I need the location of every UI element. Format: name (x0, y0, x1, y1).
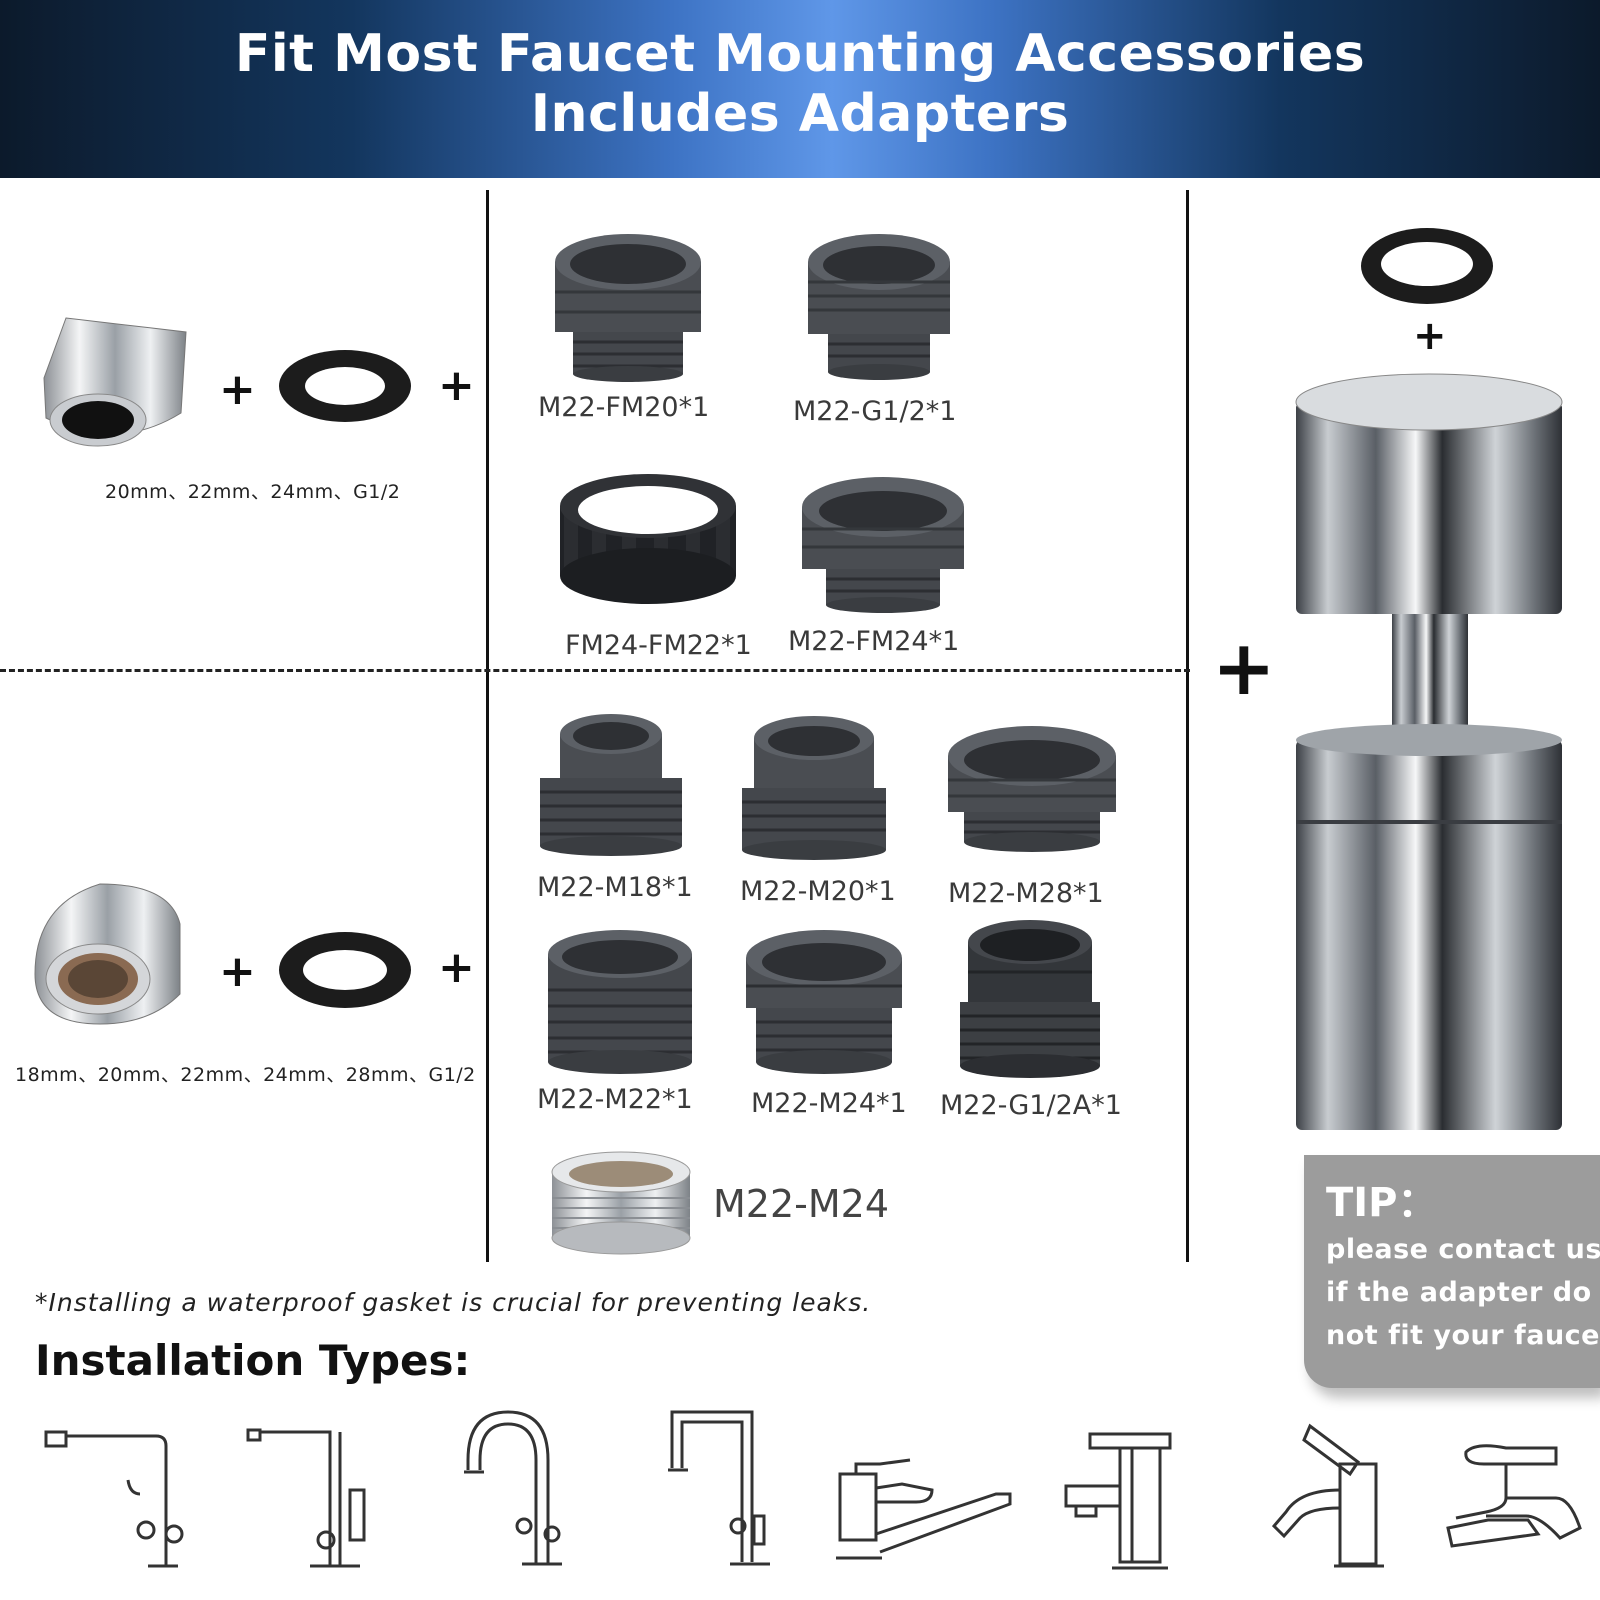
tip-title: TIP： (1326, 1180, 1438, 1226)
right-divider (1186, 190, 1189, 1262)
tip-line: please contact us (1326, 1234, 1600, 1265)
adapter-label: M22-FM24*1 (788, 626, 960, 657)
adapter-m22-g12a-icon (960, 920, 1100, 1078)
plus-sign: + (1413, 313, 1447, 359)
adapter-m22-m28-icon (948, 726, 1116, 852)
adapter-label: FM24-FM22*1 (565, 630, 752, 661)
adapter-m22-m24-icon (746, 930, 902, 1074)
tip-line: if the adapter do (1326, 1277, 1592, 1308)
adapter-label: M22-M28*1 (948, 878, 1104, 909)
left-divider (486, 190, 489, 1262)
rubber-gasket-icon (1361, 228, 1493, 304)
rubber-gasket-icon (279, 350, 411, 422)
tip-line: not fit your faucet. (1326, 1320, 1600, 1351)
adapter-label: M22-FM20*1 (538, 392, 710, 423)
adapter-m22-m20-icon (742, 716, 886, 860)
adapter-label: M22-M24*1 (751, 1088, 907, 1119)
wall-kitchen-faucet-icon (44, 1430, 184, 1568)
adapter-fm24-fm22-icon (560, 474, 736, 604)
plus-sign: + (219, 946, 256, 997)
tip-box (1304, 1155, 1600, 1388)
basin-faucet-icon (1064, 1432, 1172, 1570)
adapter-label: M22-M18*1 (537, 872, 693, 903)
gasket-note: *Installing a waterproof gasket is cruci… (35, 1288, 872, 1317)
header-title-line2: Includes Adapters (530, 84, 1070, 144)
gooseneck-faucet-icon (464, 1410, 562, 1566)
l-shaped-kitchen-faucet-icon (246, 1428, 366, 1568)
adapter-m22-g12-icon (808, 234, 950, 380)
header-banner (0, 0, 1600, 178)
adapter-m22-m18-icon (540, 714, 682, 856)
square-gooseneck-faucet-icon (668, 1410, 770, 1566)
plus-sign-large: + (1212, 623, 1276, 712)
metal-adapter-label: M22-M24 (713, 1182, 889, 1226)
adapter-label: M22-M22*1 (537, 1084, 693, 1115)
deck-mount-faucet-icon (1446, 1444, 1582, 1548)
top-faucet-sizes: 20mm、22mm、24mm、G1/2 (105, 481, 401, 503)
section-divider (0, 669, 1190, 672)
plus-sign: + (219, 364, 256, 415)
faucet-elbow-icon (34, 883, 181, 1025)
installation-types-title: Installation Types: (35, 1336, 471, 1385)
header-title-line1: Fit Most Faucet Mounting Accessories (234, 24, 1366, 84)
bottom-faucet-sizes: 18mm、20mm、22mm、24mm、28mm、G1/2 (15, 1064, 476, 1086)
plus-sign: + (438, 942, 475, 993)
faucet-nozzle-icon (43, 317, 187, 447)
adapter-label: M22-G1/2A*1 (940, 1090, 1122, 1121)
rubber-gasket-icon (279, 932, 411, 1008)
adapter-m22-m22-icon (548, 930, 692, 1074)
low-spout-faucet-icon (836, 1458, 1012, 1560)
swivel-aerator-icon (1295, 373, 1563, 1130)
metal-adapter-icon (551, 1151, 691, 1255)
adapter-label: M22-G1/2*1 (793, 396, 957, 427)
adapter-m22-fm20-icon (555, 234, 701, 382)
adapter-label: M22-M20*1 (740, 876, 896, 907)
single-lever-faucet-icon (1271, 1423, 1384, 1568)
plus-sign: + (438, 360, 475, 411)
adapter-m22-fm24-icon (802, 477, 964, 613)
